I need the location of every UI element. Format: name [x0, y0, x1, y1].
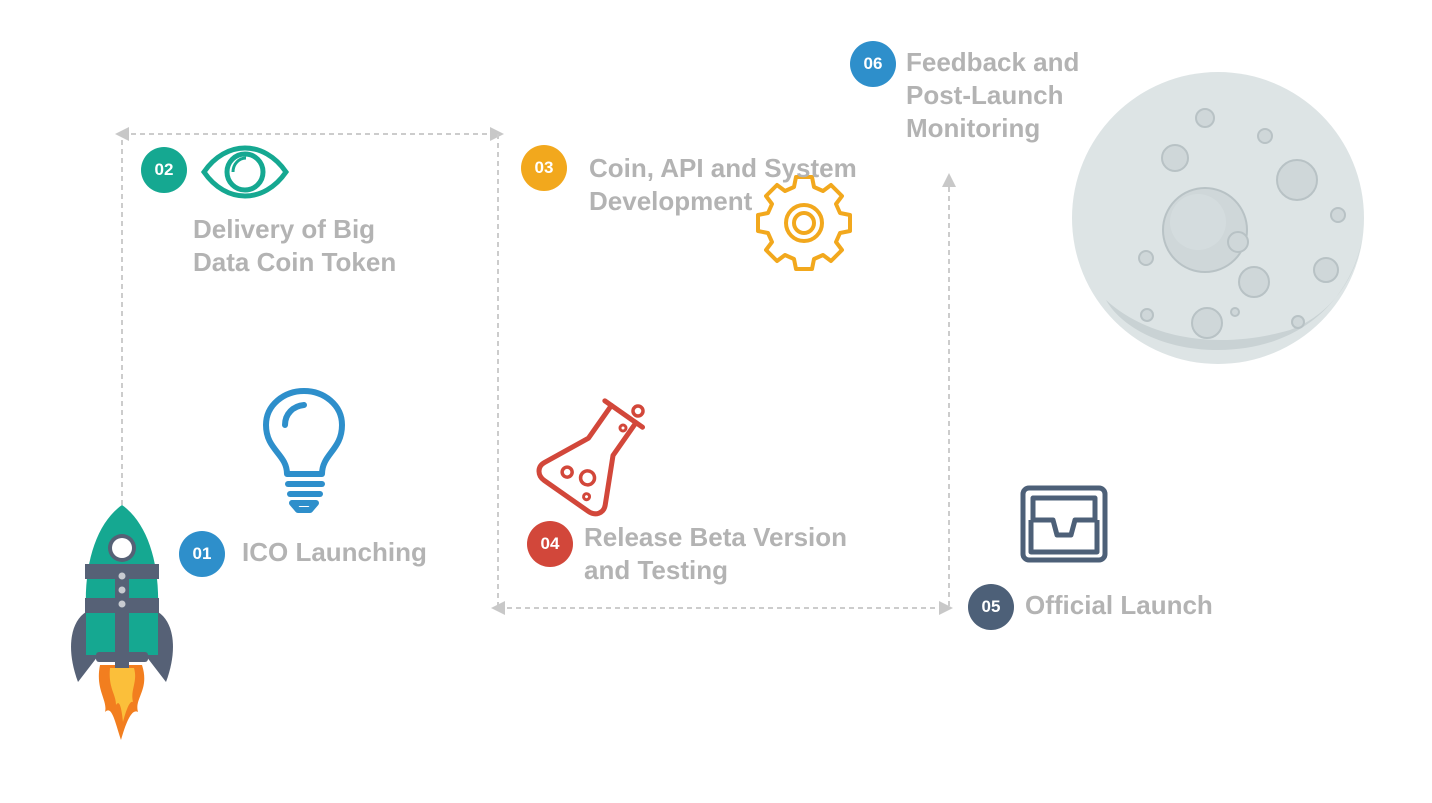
step-01-label: ICO Launching	[242, 536, 427, 569]
step-03-label-line-2: Development	[589, 186, 753, 216]
step-03-badge: 03	[521, 145, 567, 191]
step-02-label: Delivery of Big Data Coin Token	[193, 213, 396, 279]
inbox-tray-icon	[1020, 485, 1108, 563]
step-06-badge: 06	[850, 41, 896, 87]
step-04-label-line-1: Release Beta Version	[584, 522, 848, 552]
step-03-label: Coin, API and System Development	[589, 152, 857, 218]
step-05-label-line: Official Launch	[1025, 590, 1213, 620]
step-01-label-line: ICO Launching	[242, 537, 427, 567]
step-02-label-line-1: Delivery of Big	[193, 214, 376, 244]
step-04-label-line-2: and Testing	[584, 555, 728, 585]
step-01-badge: 01	[179, 531, 225, 577]
step-06-label: Feedback and Post-Launch Monitoring	[906, 46, 1079, 145]
step-02-label-line-2: Data Coin Token	[193, 247, 397, 277]
step-06-label-line-1: Feedback and	[906, 47, 1080, 77]
connector-lines	[115, 127, 956, 615]
step-05-label: Official Launch	[1025, 589, 1213, 622]
step-03-label-line-1: Coin, API and System	[589, 153, 857, 183]
moon-illustration	[1072, 72, 1364, 364]
step-04-badge: 04	[527, 521, 573, 567]
step-06-label-line-3: Monitoring	[906, 113, 1041, 143]
step-06-label-line-2: Post-Launch	[906, 80, 1064, 110]
rocket-icon	[71, 505, 173, 740]
lightbulb-icon	[263, 388, 345, 513]
step-04-label: Release Beta Version and Testing	[584, 521, 847, 587]
step-02-badge: 02	[141, 147, 187, 193]
eye-icon	[200, 145, 290, 199]
gear-icon	[756, 175, 852, 271]
flask-icon	[536, 398, 646, 517]
step-05-badge: 05	[968, 584, 1014, 630]
